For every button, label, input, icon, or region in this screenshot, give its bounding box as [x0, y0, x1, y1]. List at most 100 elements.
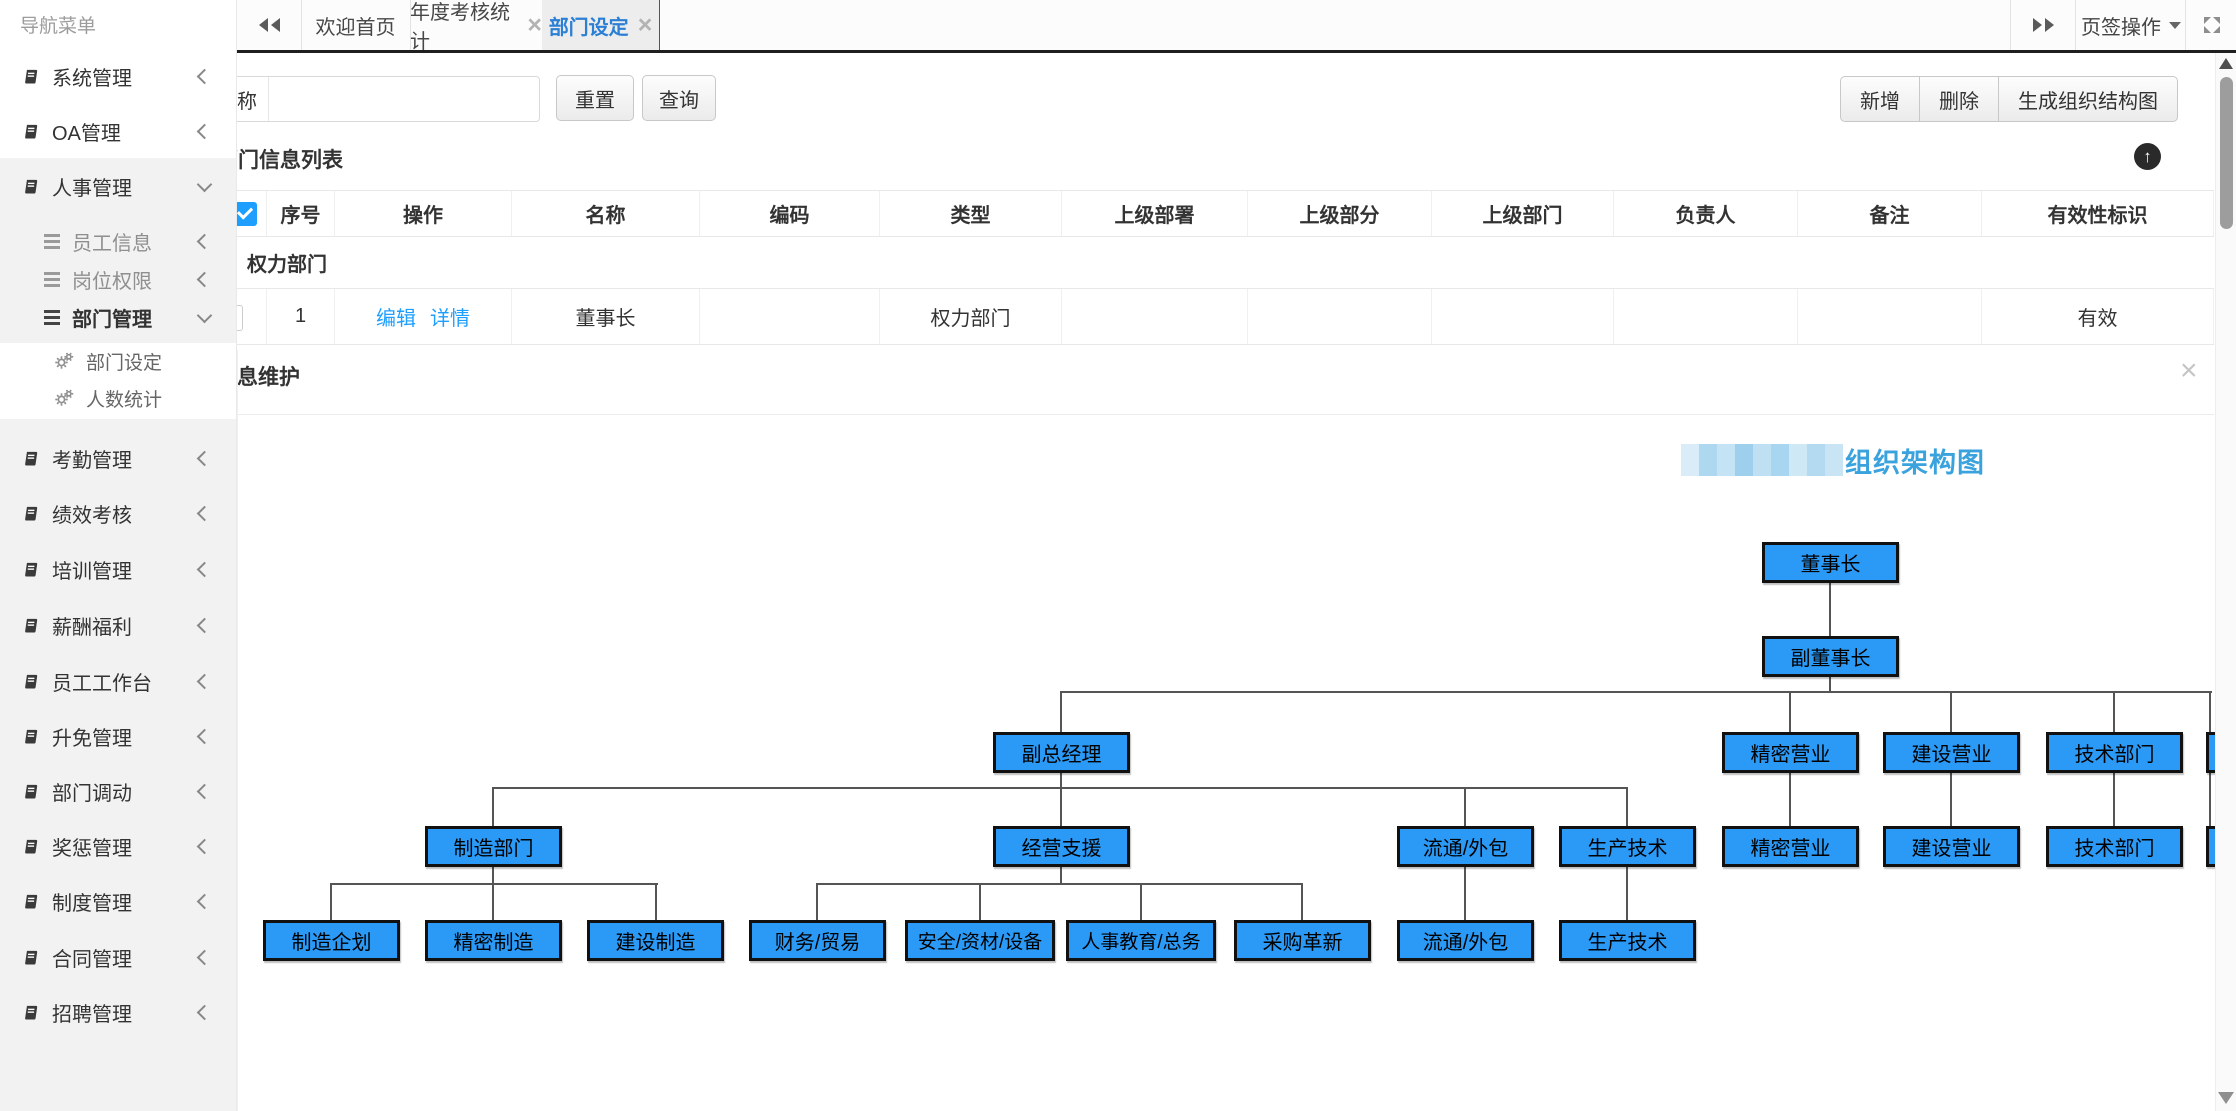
double-chevron-left-icon	[258, 18, 268, 32]
sidebar-item-label: 培训管理	[52, 560, 132, 583]
org-node: 建设营业	[1883, 826, 2020, 867]
tab[interactable]: 欢迎首页	[301, 0, 411, 50]
sidebar-item-label: 合同管理	[52, 948, 132, 971]
sidebar-item[interactable]: 培训管理	[0, 549, 236, 589]
org-node: 精密营业	[1722, 732, 1859, 773]
tabs-scroll-left-button[interactable]	[237, 0, 302, 50]
sidebar-item[interactable]: 系统管理	[0, 56, 236, 96]
action-button[interactable]: 生成组织结构图	[1999, 77, 2177, 121]
collapse-panel-button[interactable]: ↑	[2134, 143, 2161, 170]
sidebar-item[interactable]: 部门设定	[0, 341, 236, 381]
book-icon	[25, 69, 38, 84]
tab-close-icon[interactable]: ×	[637, 11, 653, 39]
scrollbar-thumb[interactable]	[2220, 77, 2233, 229]
table-header-cell: 有效性标识	[1982, 191, 2214, 236]
sidebar-item[interactable]: 部门管理	[0, 297, 236, 337]
org-connector-line	[2209, 773, 2211, 826]
table-header-cell: 负责人	[1614, 191, 1798, 236]
fullscreen-button[interactable]	[2185, 0, 2236, 50]
sidebar-item-label: 薪酬福利	[52, 616, 132, 639]
org-connector-line	[492, 885, 494, 920]
org-connector-line	[330, 883, 658, 885]
table-cell	[1614, 289, 1798, 344]
org-connector-line	[1301, 885, 1303, 920]
org-node: 安全/资材/设备	[905, 920, 1055, 961]
tabs-scroll-right-button[interactable]	[2010, 0, 2076, 50]
sidebar-item-label: 奖惩管理	[52, 837, 132, 860]
sidebar-item[interactable]: 考勤管理	[0, 438, 236, 478]
sidebar-item[interactable]: 升免管理	[0, 716, 236, 756]
org-connector-line	[1626, 789, 1628, 826]
action-button[interactable]: 新增	[1841, 77, 1920, 121]
sidebar-item[interactable]: 部门调动	[0, 771, 236, 811]
org-connector-line	[1060, 691, 2212, 693]
org-connector-line	[492, 787, 1628, 789]
chevron-left-icon	[196, 783, 213, 799]
org-connector-line	[979, 885, 981, 920]
org-node: 经营支援	[993, 826, 1130, 867]
scroll-up-arrow-icon[interactable]	[2219, 58, 2233, 69]
org-connector-line	[2113, 773, 2115, 826]
tab-close-icon[interactable]: ×	[527, 11, 542, 39]
redacted-pixel-block	[1753, 444, 1771, 476]
sidebar-item[interactable]: 员工工作台	[0, 661, 236, 701]
org-node: 流通/外包	[1397, 826, 1534, 867]
panel-divider	[237, 414, 2214, 415]
book-icon	[25, 618, 38, 633]
double-chevron-left-icon	[270, 18, 280, 32]
sidebar-item[interactable]: 人数统计	[0, 378, 236, 418]
table-cell	[1432, 289, 1614, 344]
sidebar-item[interactable]: OA管理	[0, 111, 236, 151]
chevron-left-icon	[196, 617, 213, 633]
vertical-scrollbar[interactable]	[2215, 53, 2236, 1111]
query-button[interactable]: 查询	[642, 75, 716, 121]
search-input[interactable]	[269, 77, 539, 121]
close-icon[interactable]: ×	[2180, 354, 2198, 387]
sidebar-item[interactable]: 奖惩管理	[0, 826, 236, 866]
select-all-checkbox[interactable]	[233, 201, 257, 226]
tab[interactable]: 年度考核统计×	[410, 0, 543, 53]
table-cell: 董事长	[512, 289, 700, 344]
row-action-link[interactable]: 详情	[430, 308, 470, 330]
table-header-cell: 备注	[1798, 191, 1982, 236]
tab[interactable]: 部门设定 ×	[542, 0, 660, 50]
org-connector-line	[2113, 693, 2115, 732]
tab-operations-dropdown[interactable]: 页签操作	[2075, 0, 2186, 50]
reset-button[interactable]: 重置	[556, 75, 634, 121]
chevron-down-icon	[196, 307, 213, 323]
sidebar-item[interactable]: 员工信息	[0, 221, 236, 261]
cogs-icon	[55, 352, 74, 369]
list-icon	[44, 309, 60, 325]
org-node: 生产技术	[1559, 826, 1696, 867]
table-header-cell: 类型	[880, 191, 1062, 236]
arrow-up-icon: ↑	[2143, 146, 2152, 166]
book-icon	[25, 124, 38, 139]
redacted-pixel-block	[1681, 444, 1699, 476]
table-header-row: 序号操作名称编码类型上级部署上级部分上级部门负责人备注有效性标识	[229, 190, 2214, 237]
sidebar-item[interactable]: 岗位权限	[0, 259, 236, 299]
sidebar-item[interactable]: 人事管理	[0, 166, 236, 206]
sidebar-band	[0, 158, 236, 343]
redacted-pixel-block	[1789, 444, 1807, 476]
chevron-left-icon	[196, 561, 213, 577]
row-action-link[interactable]: 编辑	[376, 308, 416, 330]
sidebar-item[interactable]: 制度管理	[0, 881, 236, 921]
sidebar-item[interactable]: 合同管理	[0, 937, 236, 977]
scroll-down-arrow-icon[interactable]	[2218, 1092, 2234, 1104]
tab-label: 部门设定	[548, 16, 629, 39]
table-cell	[1062, 289, 1248, 344]
org-node: 精密制造	[425, 920, 562, 961]
redacted-pixel-block	[1717, 444, 1735, 476]
book-icon	[25, 674, 38, 689]
book-icon	[25, 839, 38, 854]
search-group: 名称	[205, 76, 540, 122]
sidebar-item[interactable]: 薪酬福利	[0, 605, 236, 645]
action-button-group: 新增删除生成组织结构图	[1840, 76, 2178, 122]
sidebar-item[interactable]: 绩效考核	[0, 493, 236, 533]
sidebar-item[interactable]: 招聘管理	[0, 992, 236, 1032]
action-button[interactable]: 删除	[1920, 77, 1999, 121]
org-connector-line	[1950, 773, 1952, 826]
checkmark-icon	[236, 203, 254, 220]
